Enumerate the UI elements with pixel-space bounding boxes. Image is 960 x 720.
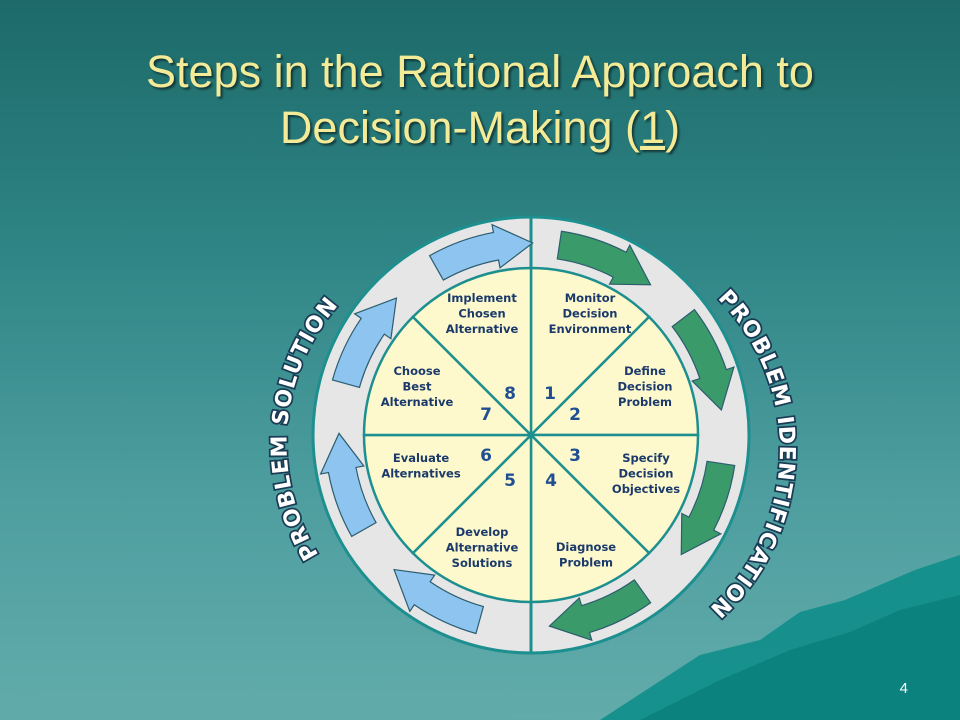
step-label-line: Implement <box>447 291 517 305</box>
step-number-2: 2 <box>569 405 581 425</box>
slide-title: Steps in the Rational Approach to Decisi… <box>80 44 880 156</box>
step-number-5: 5 <box>504 471 516 491</box>
step-label-line: Problem <box>618 395 672 409</box>
step-label-line: Solutions <box>452 556 513 570</box>
step-label-line: Environment <box>549 322 632 336</box>
blue-arrow-icon <box>319 432 377 538</box>
title-line-2-suffix: ) <box>665 102 681 153</box>
step-label-line: Develop <box>456 525 509 539</box>
step-label-line: Alternative <box>381 395 454 409</box>
step-label-line: Best <box>403 380 432 394</box>
cycle-arrows <box>319 223 736 642</box>
step-label-line: Diagnose <box>556 540 616 554</box>
green-arrow-icon <box>548 579 652 642</box>
step-segment-7 <box>362 315 535 437</box>
step-segment-8 <box>411 266 533 439</box>
step-label-line: Choose <box>393 364 440 378</box>
step-number-3: 3 <box>569 446 581 466</box>
step-segment-6 <box>362 433 535 555</box>
step-segment-5 <box>411 431 533 604</box>
blue-arrow-icon <box>393 568 485 635</box>
green-arrow-icon <box>680 460 736 556</box>
step-label-line: Decision <box>618 380 673 394</box>
green-arrow-icon <box>556 230 652 286</box>
blue-arrow-icon <box>331 297 398 389</box>
step-label-line: Alternative <box>446 541 519 555</box>
step-number-8: 8 <box>504 384 516 404</box>
step-segment-2 <box>527 315 700 437</box>
step-label-line: Monitor <box>565 291 616 305</box>
step-numbers: 12 34 56 78 <box>480 384 581 491</box>
title-line-1: Steps in the Rational Approach to <box>146 46 814 97</box>
green-arrow-icon <box>671 308 735 412</box>
page-number: 4 <box>899 680 908 697</box>
step-label-line: Chosen <box>458 307 505 321</box>
step-number-4: 4 <box>545 471 557 491</box>
step-number-1: 1 <box>544 384 556 404</box>
step-segments <box>362 266 700 604</box>
step-label-line: Specify <box>622 451 670 465</box>
blue-arrow-icon <box>428 223 534 281</box>
step-label-line: Problem <box>559 556 613 570</box>
step-segment-3 <box>527 433 700 555</box>
step-segment-4 <box>529 431 651 604</box>
step-label-line: Alternative <box>446 322 519 336</box>
title-line-2-prefix: Decision-Making ( <box>279 102 641 153</box>
step-label-line: Evaluate <box>393 451 449 465</box>
step-label-line: Alternatives <box>381 467 460 481</box>
step-segment-1 <box>529 266 651 439</box>
step-number-7: 7 <box>480 405 492 425</box>
title-reference-link[interactable]: 1 <box>640 102 666 153</box>
step-number-6: 6 <box>480 446 492 466</box>
step-label-line: Decision <box>619 467 674 481</box>
step-label-line: Objectives <box>612 482 680 496</box>
step-label-line: Define <box>624 364 666 378</box>
step-label-line: Decision <box>563 307 618 321</box>
